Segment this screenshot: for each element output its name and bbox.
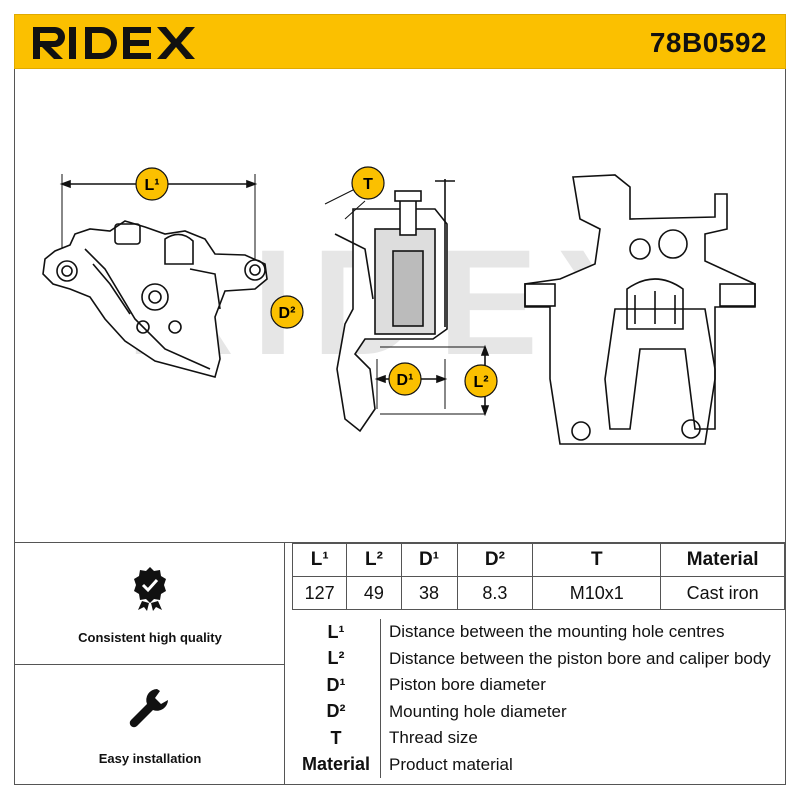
part-number: 78B0592 (649, 27, 767, 58)
feature-installation-label: Easy installation (98, 751, 202, 766)
callout-l2: L² (464, 364, 498, 398)
legend-row: D² Mounting hole diameter (292, 698, 771, 725)
legend-key: Material (292, 751, 381, 778)
legend-key: D¹ (292, 672, 381, 699)
legend-row: Material Product material (292, 751, 771, 778)
callout-d1: D¹ (388, 362, 422, 396)
spec-section: Consistent high quality Easy installatio… (14, 542, 786, 785)
legend-desc: Piston bore diameter (389, 675, 546, 695)
legend-desc: Thread size (389, 728, 478, 748)
callout-t: T (351, 166, 385, 200)
legend-table: L¹ Distance between the mounting hole cen… (292, 619, 771, 778)
caliper-section-view (324, 179, 490, 433)
spec-header-material: Material (660, 543, 785, 577)
svg-text:L¹: L¹ (144, 177, 159, 194)
spec-header-t: T (532, 543, 662, 577)
technical-drawing: RIDEX (14, 69, 786, 542)
feature-quality: Consistent high quality (15, 565, 285, 645)
legend-row: L² Distance between the piston bore and c… (292, 645, 771, 672)
legend-desc: Mounting hole diameter (389, 701, 567, 721)
spec-value-material: Cast iron (660, 576, 785, 610)
legend-row: D¹ Piston bore diameter (292, 672, 771, 699)
feature-installation: Easy installation (15, 686, 285, 766)
caliper-rear-view (524, 174, 756, 445)
legend-key: L¹ (292, 619, 381, 646)
ridex-logo-mark (33, 27, 195, 59)
spec-header-row: L¹ L² D¹ D² T Material (291, 543, 785, 577)
ridex-logo (33, 27, 195, 59)
spec-value-l2: 49 (346, 576, 402, 610)
features-panel: Consistent high quality Easy installatio… (15, 543, 285, 784)
legend-key: D² (292, 698, 381, 725)
legend-key: L² (292, 645, 381, 672)
header-bar: 78B0592 (14, 14, 786, 69)
spec-header-d2: D² (456, 543, 534, 577)
spec-table: L¹ L² D¹ D² T Material 127 49 38 8.3 M10… (291, 543, 785, 610)
feature-quality-label: Consistent high quality (78, 630, 222, 645)
caliper-side-view (42, 174, 268, 378)
spec-value-d1: 38 (400, 576, 458, 610)
legend-desc: Distance between the piston bore and cal… (389, 648, 771, 668)
spec-header-d1: D¹ (400, 543, 458, 577)
wrench-icon (129, 689, 168, 728)
legend-desc: Distance between the mounting hole centr… (389, 622, 725, 642)
svg-text:L²: L² (473, 374, 488, 391)
legend-desc: Product material (389, 754, 513, 774)
svg-text:T: T (363, 176, 373, 193)
caliper-drawings: RIDEX (42, 166, 756, 445)
spec-value-row: 127 49 38 8.3 M10x1 Cast iron (291, 576, 785, 610)
spec-value-d2: 8.3 (456, 576, 534, 610)
spec-header-l2: L² (346, 543, 402, 577)
feature-divider (15, 664, 284, 665)
quality-badge-check-icon (134, 567, 166, 611)
spec-header-l1: L¹ (291, 543, 348, 577)
svg-text:D¹: D¹ (397, 372, 414, 389)
legend-key: T (292, 725, 381, 752)
legend-row: T Thread size (292, 725, 771, 752)
legend-row: L¹ Distance between the mounting hole cen… (292, 619, 771, 646)
callout-d2: D² (270, 295, 304, 329)
spec-value-l1: 127 (291, 576, 348, 610)
callout-l1: L¹ (135, 167, 169, 201)
svg-text:D²: D² (279, 305, 296, 322)
spec-value-t: M10x1 (532, 576, 662, 610)
